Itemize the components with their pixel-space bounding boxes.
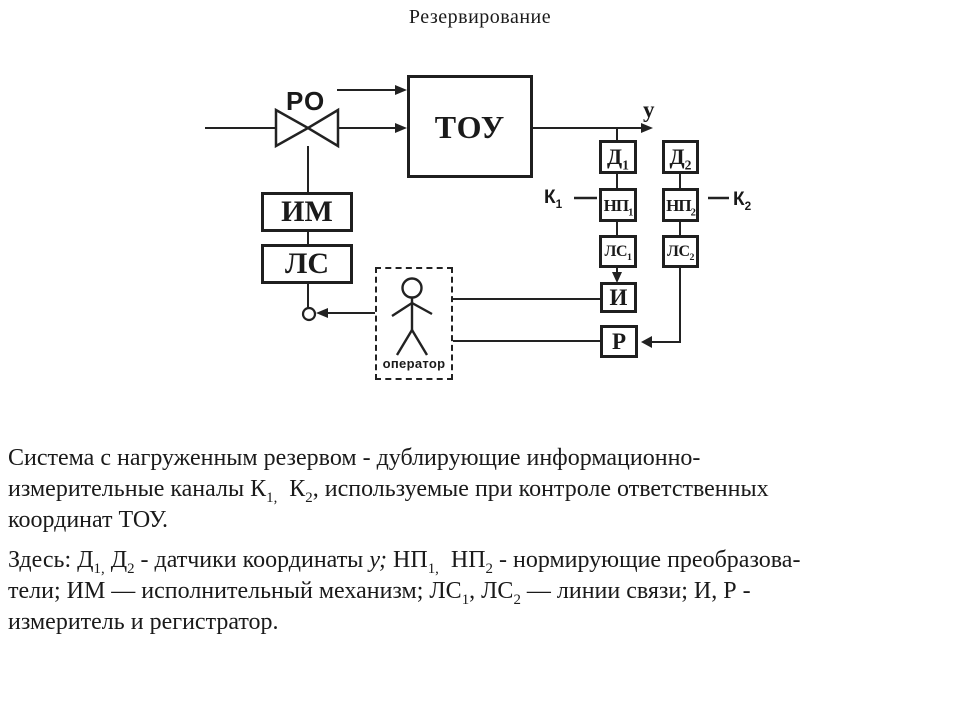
connector-lines [205,89,681,343]
channel-k1-label: К1 [544,187,563,211]
block-d2-label: Д2 [669,144,692,173]
block-diagram: ТОУ ИМ ЛС Д1 Д2 НП1 НП2 ЛС1 ЛС2 И Р опер… [205,75,752,380]
output-y-label: y [643,97,655,122]
block-r: Р [600,325,638,358]
block-ls1: ЛС1 [599,235,637,268]
channel-k2-label: К2 [733,189,752,213]
block-np1-label: НП1 [603,195,634,218]
block-ls1-label: ЛС1 [604,242,632,263]
block-im: ИМ [261,192,353,232]
block-d2: Д2 [662,140,699,174]
block-np2: НП2 [662,188,699,222]
block-ls: ЛС [261,244,353,284]
block-np2-label: НП2 [666,195,696,218]
operator-figure-icon [391,277,433,356]
block-tou: ТОУ [407,75,533,178]
page-title: Резервирование [408,6,552,28]
block-i-label: И [609,285,628,310]
block-ls-label: ЛС [284,247,330,280]
block-d1: Д1 [599,140,637,174]
diagram-lines [205,85,729,356]
block-np1: НП1 [599,188,637,222]
block-ls2: ЛС2 [662,235,699,268]
block-r-label: Р [611,329,627,354]
operator-label: оператор [382,356,446,371]
valve-label: РО [286,86,326,116]
paragraph-legend: Здесь: Д1, Д2 - датчики координаты у; НП… [8,547,801,635]
paragraph-definition: Система с нагруженным резервом - дублиру… [8,445,769,533]
block-d1-label: Д1 [607,144,629,173]
valve-icon [274,107,340,149]
arrowheads [316,85,653,348]
block-im-label: ИМ [281,195,333,228]
block-ls2-label: ЛС2 [667,242,694,263]
operator-box [375,267,453,380]
block-i: И [600,282,637,313]
block-tou-label: ТОУ [434,108,506,145]
manual-control-node-icon [301,306,317,322]
